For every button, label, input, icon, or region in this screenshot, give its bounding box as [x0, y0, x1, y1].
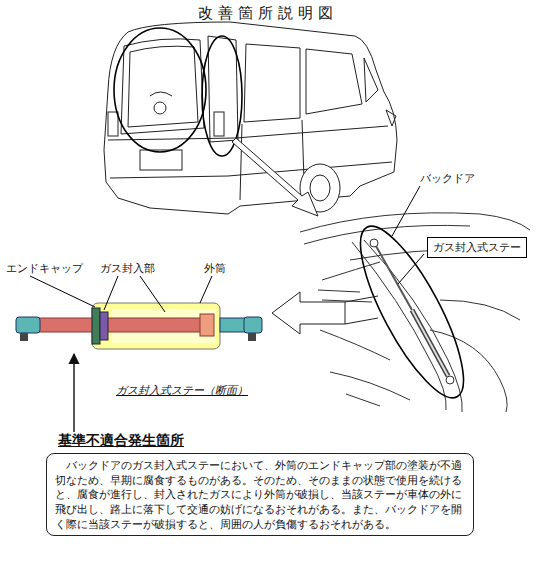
leader-line — [398, 254, 424, 284]
part-label: ガス封入部 — [100, 262, 155, 275]
pointer-arrow — [73, 354, 74, 432]
label-box: ガス封入式ステー — [427, 237, 527, 258]
leader-line — [345, 318, 378, 324]
leader-line — [392, 186, 420, 236]
stay-cross-section — [16, 303, 262, 349]
part-label: 外筒 — [204, 262, 226, 275]
leader-line — [200, 276, 212, 303]
part-label: バックドア — [420, 172, 475, 185]
notice-box: 基準不適合発生箇所バックドアのガス封入式ステーにおいて、外筒のエンドキャップ部の… — [46, 432, 474, 536]
leader-line — [345, 296, 378, 302]
title: 改善箇所説明図 — [198, 4, 338, 23]
highlight-ellipse — [114, 28, 206, 152]
notice-body: バックドアのガス封入式ステーにおいて、外筒のエンドキャップ部の塗装が不適切なため… — [46, 453, 474, 536]
leader-line — [104, 276, 118, 310]
zoom-arrow — [232, 138, 318, 216]
caption-label: ガス封入式ステー（断面） — [116, 384, 248, 397]
leader-line — [140, 276, 165, 312]
part-label: エンドキャップ — [6, 262, 83, 275]
box-label: ガス封入式ステー — [433, 240, 521, 255]
van — [104, 22, 397, 214]
leader-line — [30, 276, 95, 307]
hollow-arrow — [272, 292, 345, 334]
notice-heading: 基準不適合発生箇所 — [58, 432, 474, 450]
